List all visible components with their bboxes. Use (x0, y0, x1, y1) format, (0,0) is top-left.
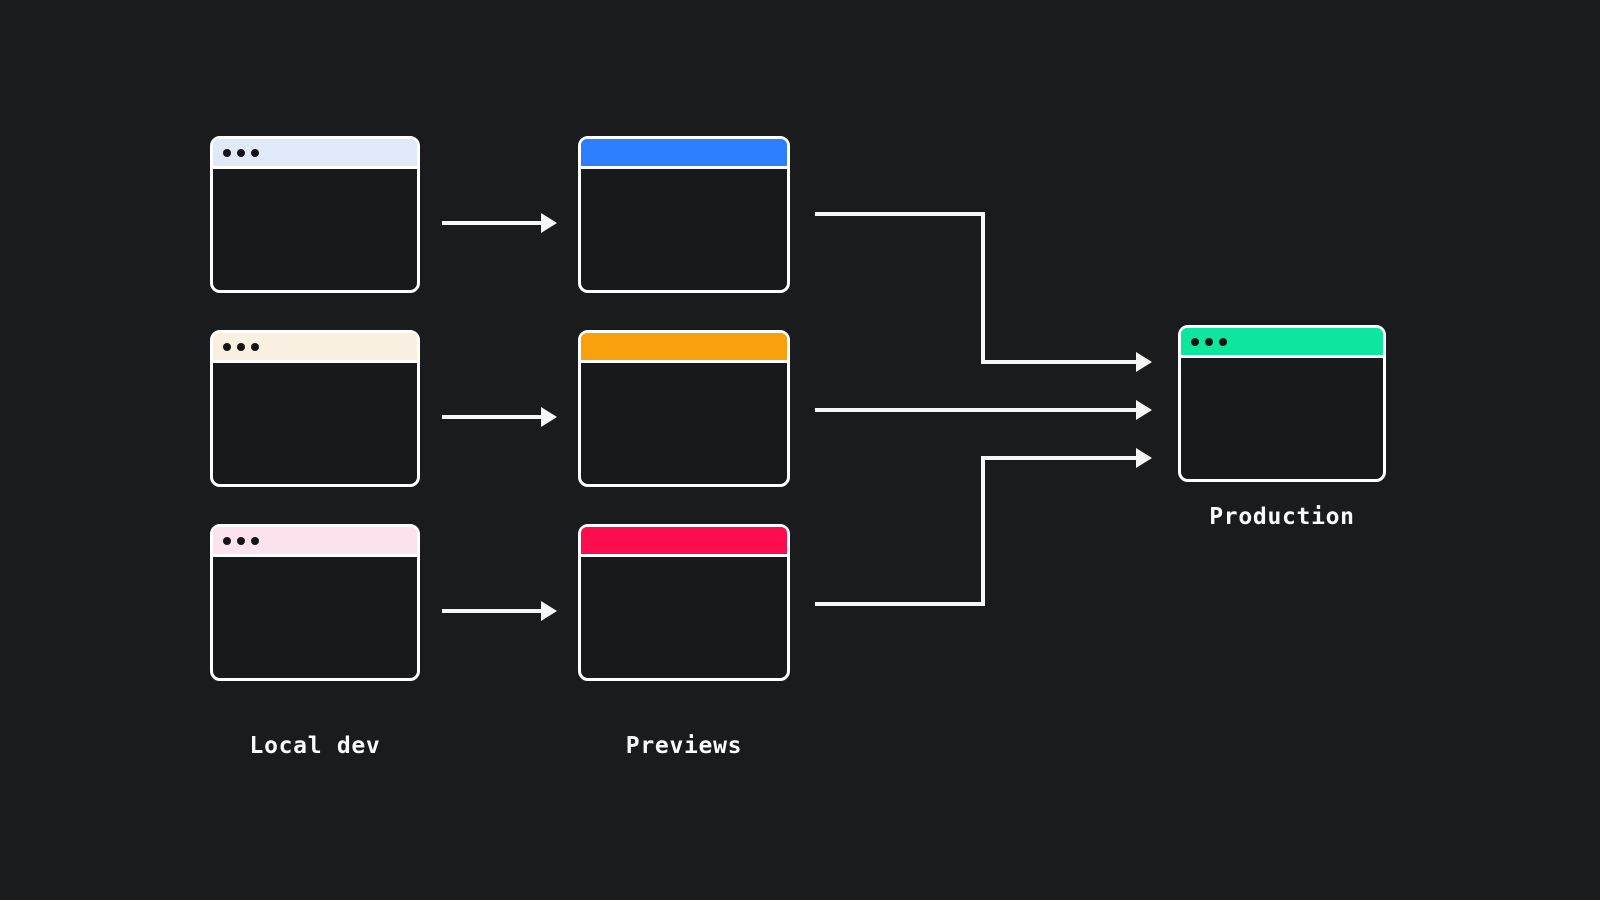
arrow-line-preview-window-1-to-production-window (815, 212, 1136, 364)
preview-window-1 (578, 136, 790, 293)
arrowhead-icon (1136, 400, 1152, 420)
production-window-titlebar (1181, 328, 1383, 358)
preview-window-3 (578, 524, 790, 681)
traffic-light-dot (1219, 337, 1227, 346)
traffic-light-dot (237, 536, 245, 545)
traffic-light-dot (223, 536, 231, 545)
local-dev-window-3-titlebar (213, 527, 417, 557)
local-dev-label: Local dev (249, 733, 381, 759)
arrowhead-icon (1136, 448, 1152, 468)
arrow-line-preview-window-3-to-production-window (815, 456, 1136, 606)
traffic-light-dot (237, 148, 245, 157)
traffic-light-dot (237, 342, 245, 351)
preview-window-2 (578, 330, 790, 487)
local-dev-window-1-titlebar (213, 139, 417, 169)
traffic-light-dot (251, 342, 259, 351)
previews-label: Previews (625, 733, 743, 759)
traffic-light-dot (1205, 337, 1213, 346)
production-label: Production (1209, 504, 1355, 530)
arrowhead-icon (541, 213, 557, 233)
traffic-light-dot (223, 148, 231, 157)
preview-window-3-titlebar (581, 527, 787, 557)
local-dev-window-1 (210, 136, 420, 293)
arrowhead-icon (541, 601, 557, 621)
traffic-light-dot (251, 536, 259, 545)
production-window (1178, 325, 1386, 482)
traffic-light-dot (1191, 337, 1199, 346)
local-dev-window-3 (210, 524, 420, 681)
local-dev-window-2 (210, 330, 420, 487)
arrowhead-icon (541, 407, 557, 427)
preview-window-1-titlebar (581, 139, 787, 169)
arrowhead-icon (1136, 352, 1152, 372)
traffic-light-dot (251, 148, 259, 157)
traffic-light-dot (223, 342, 231, 351)
local-dev-window-2-titlebar (213, 333, 417, 363)
preview-window-2-titlebar (581, 333, 787, 363)
